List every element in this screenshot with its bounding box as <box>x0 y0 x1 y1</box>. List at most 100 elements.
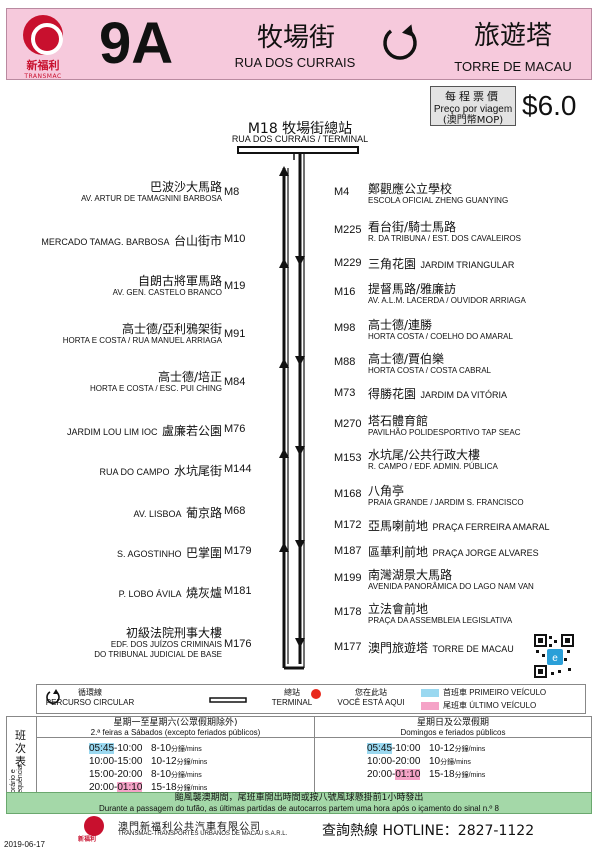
holiday-header: 星期日及公眾假期 Domingos e feriados públicos <box>315 718 591 738</box>
svg-text:e: e <box>552 653 558 664</box>
qr-code-icon: e <box>534 634 574 678</box>
stop-name-zh: 巴波沙大馬路 <box>149 180 222 194</box>
legend-here-pt: VOCÊ ESTÁ AQUI <box>337 698 405 707</box>
fare-panel: 每程票價 Preço por viagem (澳門幣MOP) $6.0 <box>430 84 592 128</box>
start-time: 20:00 <box>367 769 393 780</box>
frequency: 15-18 <box>151 782 177 793</box>
down-arrow-1 <box>295 356 305 366</box>
stop-name-pt: AV. GEN. CASTELO BRANCO <box>112 288 222 297</box>
stop-name-pt: AV. ARTUR DE TAMAGNINI BARBOSA <box>81 194 222 203</box>
stop-code: M179 <box>224 545 252 557</box>
start-time: 10:00 <box>89 756 115 767</box>
stop-name-pt: AV. A.L.M. LACERDA / OUVIDOR ARRIAGA <box>368 296 526 305</box>
stop-name-zh: 塔石體育館 <box>368 414 429 428</box>
stop-name-zh: 八角亭 <box>368 484 405 498</box>
stop-name-pt: HORTA E COSTA / RUA MANUEL ARRIAGA <box>62 336 222 345</box>
stop-name-zh: 巴掌圍 <box>185 546 222 560</box>
legend-circular-zh: 循環線 <box>78 688 102 697</box>
stop-code: M168 <box>334 488 362 500</box>
stop-code: M172 <box>334 519 362 531</box>
stop-code: M225 <box>334 224 362 236</box>
stop-name-zh: 水坑尾/公共行政大樓 <box>368 448 481 462</box>
stop-name-pt: HORTA E COSTA / ESC. PUI CHING <box>89 384 222 393</box>
end-time: 20:00 <box>117 769 143 780</box>
you-are-here-dot-icon <box>311 689 321 699</box>
terminal-pt: RUA DOS CURRAIS / TERMINAL <box>231 134 369 144</box>
timetable-side-pt: Horário e frequência <box>10 765 24 798</box>
frequency: 8-10 <box>151 743 172 754</box>
start-time: 05:45 <box>89 743 115 754</box>
stop-code: M91 <box>224 328 246 340</box>
stop-name-zh: 水坑尾街 <box>173 464 222 478</box>
destination-zh: 旅遊塔 <box>473 21 552 51</box>
stop-code: M187 <box>334 545 362 557</box>
transmac-logo-icon <box>84 816 104 836</box>
start-time: 10:00 <box>367 756 393 767</box>
print-date: 2019-06-17 <box>4 840 45 849</box>
up-arrow-3 <box>279 542 289 552</box>
stop-name-zh: 自朗古將軍馬路 <box>137 274 222 288</box>
stop-code: M10 <box>224 233 246 245</box>
terminal-bar-icon <box>209 697 247 703</box>
stop-code: M19 <box>224 280 246 292</box>
end-time: 01:10 <box>395 769 421 780</box>
frequency-unit: 分鐘/mins <box>440 759 471 766</box>
stop-name-zh: 高士德/培正 <box>157 370 222 384</box>
last-vehicle-swatch <box>421 701 439 710</box>
start-time: 15:00 <box>89 769 115 780</box>
stop-name-pt: PRAIA GRANDE / JARDIM S. FRANCISCO <box>368 498 524 507</box>
circular-route-icon <box>383 24 417 60</box>
footer-logo-zh: 新福利 <box>78 836 97 843</box>
holiday-header-pt: Domingos e feriados públicos <box>400 728 506 737</box>
stop-name-zh: 提督馬路/雅廉訪 <box>368 282 457 296</box>
frequency-unit: 分鐘/mins <box>176 759 208 766</box>
stop-name-zh: 高士德/連勝 <box>368 318 433 332</box>
weekday-header-zh: 星期一至星期六(公眾假期除外) <box>113 718 238 728</box>
frequency-unit: 分鐘/mins <box>454 746 486 753</box>
end-time: 01:10 <box>117 782 143 793</box>
typhoon-notice: 颱風襲澳期間，尾班車開出時間或按八號風球懸掛前1小時發出 Durante a p… <box>6 792 592 814</box>
end-time: 10:00 <box>395 743 421 754</box>
frequency: 15-18 <box>429 769 455 780</box>
transmac-logo-icon <box>23 15 63 55</box>
stop-code: M8 <box>224 186 240 198</box>
up-arrow-top <box>279 166 289 176</box>
stop-name-pt: P. LOBO ÁVILA <box>118 589 182 599</box>
stop-code: M176 <box>224 638 252 650</box>
weekday-header: 星期一至星期六(公眾假期除外) 2.ª feiras a Sábados (ex… <box>37 718 314 738</box>
fare-label-box: 每程票價 Preço por viagem (澳門幣MOP) <box>430 86 516 126</box>
weekday-header-pt: 2.ª feiras a Sábados (excepto feriados p… <box>90 728 261 737</box>
weekday-column: 星期一至星期六(公眾假期除外) 2.ª feiras a Sábados (ex… <box>37 717 315 811</box>
stop-code: M84 <box>224 376 246 388</box>
frequency: 10-12 <box>429 743 455 754</box>
route-number: 9A <box>99 11 174 76</box>
stop-name-zh: 南灣湖景大馬路 <box>368 568 453 582</box>
up-arrow-2 <box>279 448 289 458</box>
down-arrow-bottom <box>295 638 305 648</box>
frequency: 10 <box>429 756 441 767</box>
stop-name-pt: HORTA COSTA / COELHO DO AMARAL <box>368 332 513 341</box>
frequency-unit: 分鐘/mins <box>171 746 202 753</box>
up-arrow-1 <box>279 358 289 368</box>
stop-name-pt: JARDIM DA VITÓRIA <box>420 390 507 400</box>
legend-terminal-pt: TERMINAL <box>271 698 313 707</box>
footer: 新福利 澳門新福利公共汽車有限公司 TRANSMAC-TRANSPORTES U… <box>6 816 592 843</box>
stop-name-pt: TORRE DE MACAU <box>432 644 514 654</box>
stop-name-pt: R. CAMPO / EDF. ADMIN. PÚBLICA <box>368 462 498 471</box>
